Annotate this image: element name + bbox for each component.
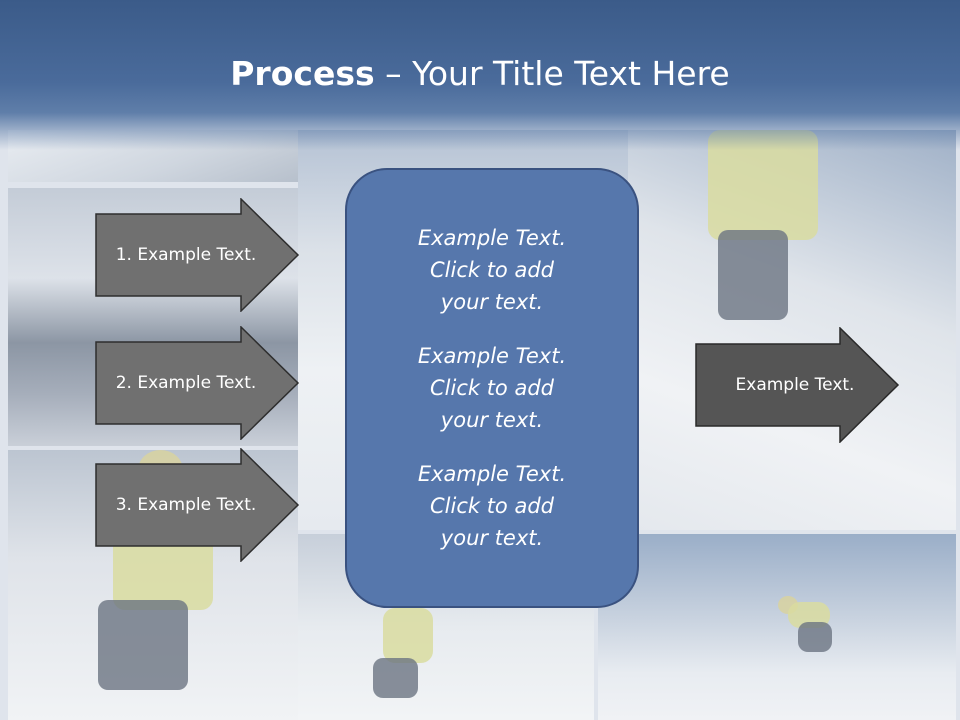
slide-title[interactable]: Process – Your Title Text Here bbox=[0, 52, 960, 96]
arrow-label: Example Text. bbox=[735, 375, 855, 395]
arrow-right-shape bbox=[95, 326, 300, 440]
center-text-item-3[interactable]: Example Text. Click to add your text. bbox=[417, 462, 567, 550]
arrow-right-shape bbox=[95, 448, 300, 562]
title-bold-part: Process bbox=[230, 54, 375, 93]
process-step-arrow-3[interactable]: 3. Example Text. bbox=[95, 448, 300, 562]
arrow-label: 3. Example Text. bbox=[115, 495, 257, 515]
title-band bbox=[0, 0, 960, 150]
center-text-box[interactable]: Example Text. Click to add your text. Ex… bbox=[345, 168, 639, 608]
title-separator: – bbox=[374, 54, 413, 93]
photo-skier-jump bbox=[628, 130, 956, 530]
center-text-item-1[interactable]: Example Text. Click to add your text. bbox=[417, 226, 567, 314]
result-arrow[interactable]: Example Text. bbox=[695, 327, 900, 443]
process-step-arrow-1[interactable]: 1. Example Text. bbox=[95, 198, 300, 312]
center-text-item-2[interactable]: Example Text. Click to add your text. bbox=[417, 344, 567, 432]
arrow-label: 2. Example Text. bbox=[115, 373, 257, 393]
process-step-arrow-2[interactable]: 2. Example Text. bbox=[95, 326, 300, 440]
arrow-right-shape bbox=[95, 198, 300, 312]
photo-skier-distance bbox=[598, 534, 956, 720]
title-rest: Your Title Text Here bbox=[412, 54, 730, 93]
arrow-label: 1. Example Text. bbox=[115, 245, 257, 265]
arrow-right-shape bbox=[695, 327, 900, 443]
